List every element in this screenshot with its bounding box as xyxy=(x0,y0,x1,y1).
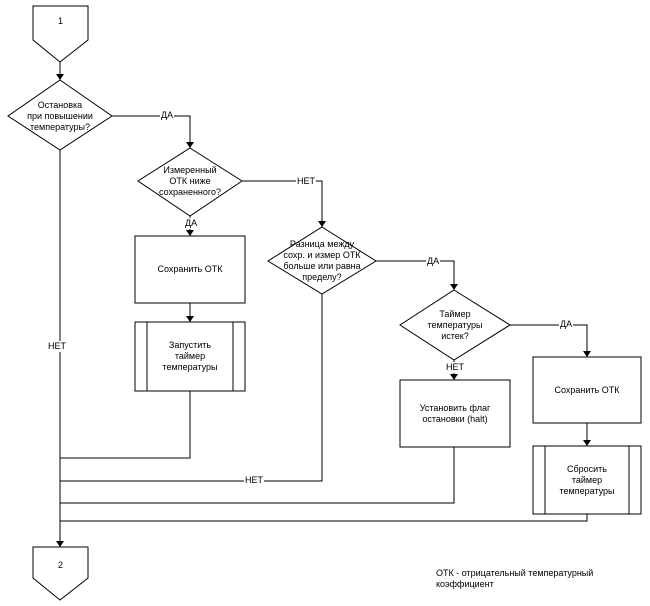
connector-1-shape xyxy=(32,5,89,63)
process-save-ntc-left: Сохранить ОТК xyxy=(157,264,223,274)
process-save-ntc-right: Сохранить ОТК xyxy=(554,384,620,395)
connector-2-shape xyxy=(32,546,89,601)
decision-stop-on-temp-rise: Остановка при повышении температуры? xyxy=(27,99,93,132)
process-set-halt-flag-shape xyxy=(399,379,511,448)
connector-1-label: 1 xyxy=(57,15,63,26)
edge-label-yes-2: ДА xyxy=(184,218,199,229)
edge-label-yes-4: ДА xyxy=(559,319,574,330)
decision-timer-expired: Таймер температуры истек? xyxy=(427,308,483,341)
edge-label-yes-3: ДА xyxy=(426,256,441,267)
footnote: ОТК - отрицательный температурный коэффи… xyxy=(436,568,594,589)
connector-2-label: 2 xyxy=(57,559,63,570)
process-save-ntc-right-shape xyxy=(532,356,642,424)
edge-label-no-main: НЕТ xyxy=(47,341,67,352)
process-set-halt-flag: Установить флаг остановки (halt) xyxy=(419,402,491,424)
decision-measured-ntc-lower: Измеренный ОТК ниже сохраненного? xyxy=(158,164,222,197)
edge-label-yes-1: ДА xyxy=(160,110,175,121)
process-start-timer: Запустить таймер температуры xyxy=(162,340,218,372)
process-reset-timer: Сбросить таймер температуры xyxy=(559,463,615,496)
decision-difference-check: Разница между сохр. и измер ОТК больше и… xyxy=(283,239,361,282)
edge-label-no-4: НЕТ xyxy=(445,362,465,373)
edge-label-no-3: НЕТ xyxy=(244,475,264,486)
edge-label-no-2: НЕТ xyxy=(296,176,316,187)
